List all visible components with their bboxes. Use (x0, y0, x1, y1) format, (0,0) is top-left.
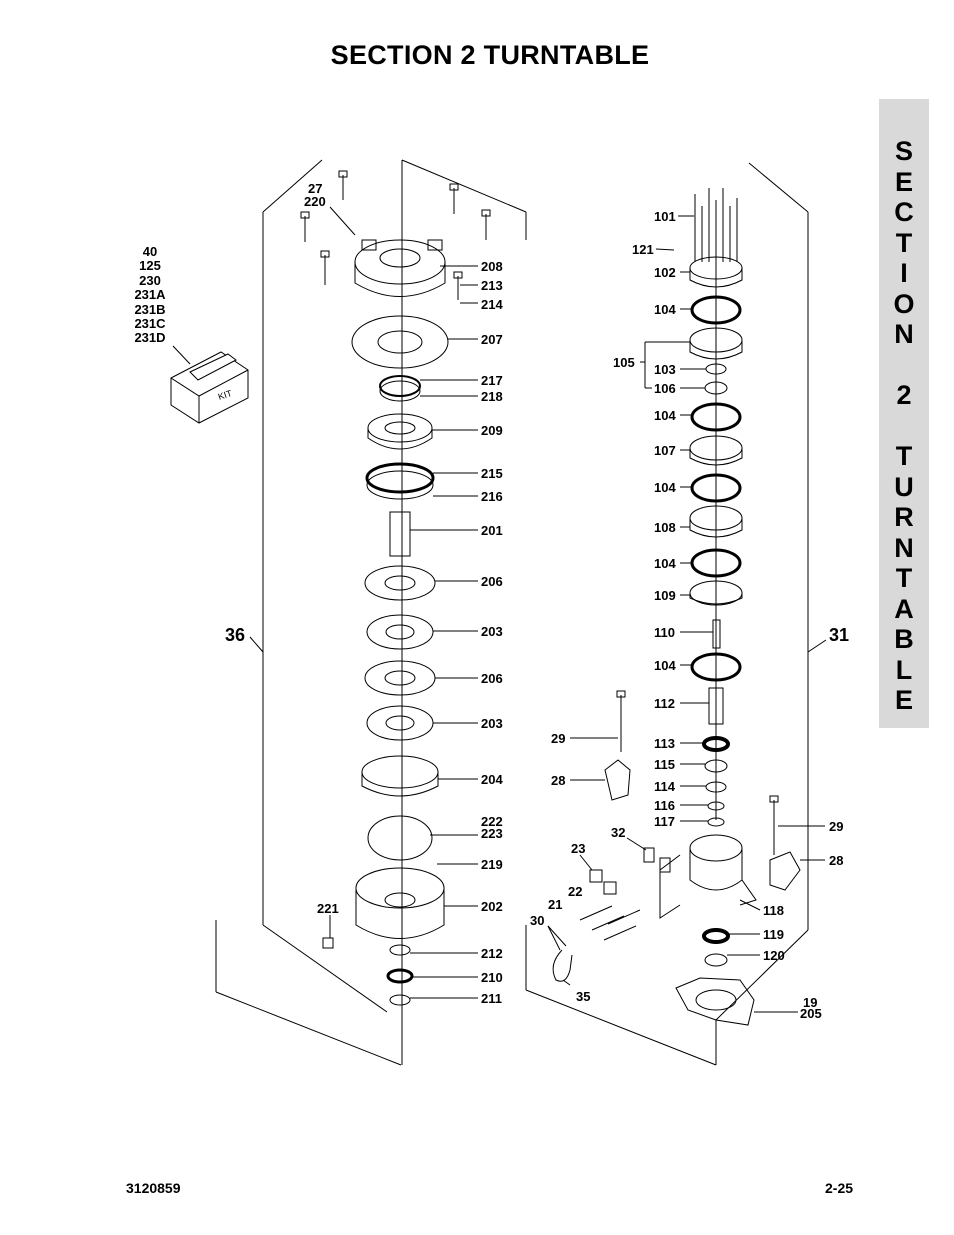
callout-116: 116 (654, 798, 675, 813)
kit-part-number: 231B (134, 301, 166, 317)
callout-27: 27 (308, 181, 323, 196)
side-tab-letter: T (895, 563, 913, 593)
callout-205: 205 (800, 1006, 822, 1021)
callout-104-c: 104 (654, 480, 676, 495)
callout-203-lower: 203 (481, 716, 503, 731)
side-tab-letter: N (894, 319, 914, 349)
side-tab-letter: O (893, 288, 915, 319)
side-tab-letter: R (894, 502, 914, 532)
kit-box-icon (170, 351, 249, 424)
callout-29-left: 29 (551, 731, 566, 746)
callout-210: 210 (481, 970, 503, 985)
side-tab-letter: L (895, 654, 913, 685)
callout-106: 106 (654, 381, 676, 396)
side-tab-letter: B (894, 624, 914, 654)
callout-29-right: 29 (829, 819, 844, 834)
callout-107: 107 (654, 443, 676, 458)
callout-216: 216 (481, 489, 503, 504)
side-tab-letter: I (900, 258, 908, 288)
callout-114: 114 (654, 779, 675, 794)
callout-202: 202 (481, 899, 503, 914)
kit-part-number: 231C (134, 316, 166, 332)
callout-23: 23 (571, 841, 586, 856)
kit-part-number: 231A (134, 287, 166, 303)
callout-214: 214 (481, 297, 503, 312)
callout-206-upper: 206 (481, 574, 503, 589)
callout-105: 105 (613, 355, 635, 370)
callout-112: 112 (654, 696, 675, 711)
callout-209: 209 (481, 423, 503, 438)
callout-215: 215 (481, 466, 503, 481)
callout-104-e: 104 (654, 658, 676, 673)
callout-219: 219 (481, 857, 503, 872)
document-number: 3120859 (126, 1180, 181, 1196)
kit-part-number: 125 (139, 258, 161, 274)
callout-206-lower: 206 (481, 671, 503, 686)
callout-113: 113 (654, 736, 675, 751)
callout-118: 118 (763, 903, 784, 918)
callout-201: 201 (481, 523, 503, 538)
kit-part-number: 231D (134, 330, 166, 346)
callout-110: 110 (654, 625, 675, 640)
callout-104-a: 104 (654, 302, 676, 317)
side-tab-letter: T (895, 441, 913, 471)
kit-part-number: 40 (142, 244, 158, 259)
side-tab-letter: E (894, 685, 913, 715)
callout-121: 121 (632, 242, 654, 257)
callout-109: 109 (654, 588, 676, 603)
callout-212: 212 (481, 946, 503, 961)
callout-101: 101 (654, 209, 676, 224)
callout-223: 223 (481, 826, 503, 841)
side-tab-letter: S (894, 136, 913, 166)
callout-221: 221 (317, 901, 339, 916)
callout-222: 222 (481, 814, 503, 829)
side-tab-letter: A (894, 593, 914, 624)
callout-103: 103 (654, 362, 676, 377)
callout-217: 217 (481, 373, 503, 388)
callout-120: 120 (763, 948, 785, 963)
callout-32: 32 (611, 825, 626, 840)
callout-21: 21 (548, 897, 563, 912)
callout-28-left: 28 (551, 773, 566, 788)
side-tab-letter: C (894, 197, 914, 227)
callout-36: 36 (225, 625, 246, 645)
callout-218: 218 (481, 389, 503, 404)
side-tab-letter: U (894, 471, 914, 502)
callout-119: 119 (763, 927, 784, 942)
page-title: SECTION 2 TURNTABLE (330, 40, 650, 70)
callout-28-right: 28 (829, 853, 844, 868)
side-tab-letter: N (894, 532, 914, 563)
callout-108: 108 (654, 520, 676, 535)
callout-35: 35 (576, 989, 591, 1004)
side-tab-letter: E (894, 166, 913, 197)
callout-104-b: 104 (654, 408, 676, 423)
callout-117: 117 (654, 814, 675, 829)
side-tab-letter: T (895, 227, 913, 258)
callout-22: 22 (568, 884, 583, 899)
page-number: 2-25 (825, 1180, 854, 1196)
callout-204: 204 (481, 772, 503, 787)
callout-31: 31 (829, 625, 850, 645)
callout-115: 115 (654, 757, 675, 772)
callout-104-d: 104 (654, 556, 676, 571)
callout-211: 211 (481, 991, 502, 1006)
callout-220: 220 (304, 194, 326, 209)
side-tab-letter: 2 (896, 380, 912, 410)
callout-203-upper: 203 (481, 624, 503, 639)
callout-19: 19 (803, 995, 818, 1010)
kit-part-number: 230 (139, 272, 161, 288)
callout-213: 213 (481, 278, 503, 293)
callout-207: 207 (481, 332, 503, 347)
callout-30: 30 (530, 913, 545, 928)
callout-208: 208 (481, 259, 503, 274)
callout-102: 102 (654, 265, 676, 280)
